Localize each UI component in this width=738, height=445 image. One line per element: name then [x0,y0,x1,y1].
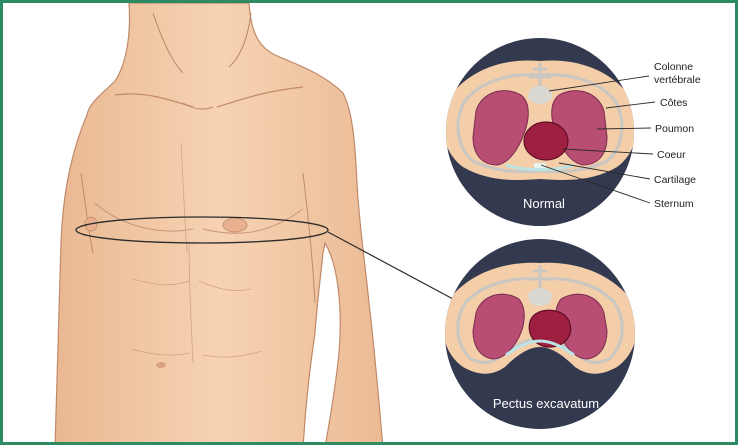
label-cotes: Côtes [660,97,687,109]
label-cartilage: Cartilage [654,174,696,186]
vertebra-pectus [528,288,552,306]
vertebra-normal [528,86,552,104]
label-poumon: Poumon [655,123,694,135]
torso-body [55,3,383,445]
anatomy-labels: Colonne vertébrale Côtes Poumon Coeur Ca… [654,61,701,210]
heart-normal [524,122,568,160]
navel [156,362,166,368]
caption-normal: Normal [523,196,565,211]
cross-section-pectus: Pectus excavatum [443,239,637,429]
label-coeur: Coeur [657,149,686,161]
torso-illustration [55,3,383,445]
pectus-diagram: Normal Pectus excavatum Colonne vertébra… [3,3,738,445]
label-colonne-line1: Colonne [654,61,693,73]
cross-section-normal: Normal [443,38,637,226]
sternum-normal [534,163,546,168]
nipple-right [223,218,247,232]
label-sternum: Sternum [654,198,694,210]
label-colonne-line2: vertébrale [654,74,701,86]
caption-pectus: Pectus excavatum [493,396,599,411]
